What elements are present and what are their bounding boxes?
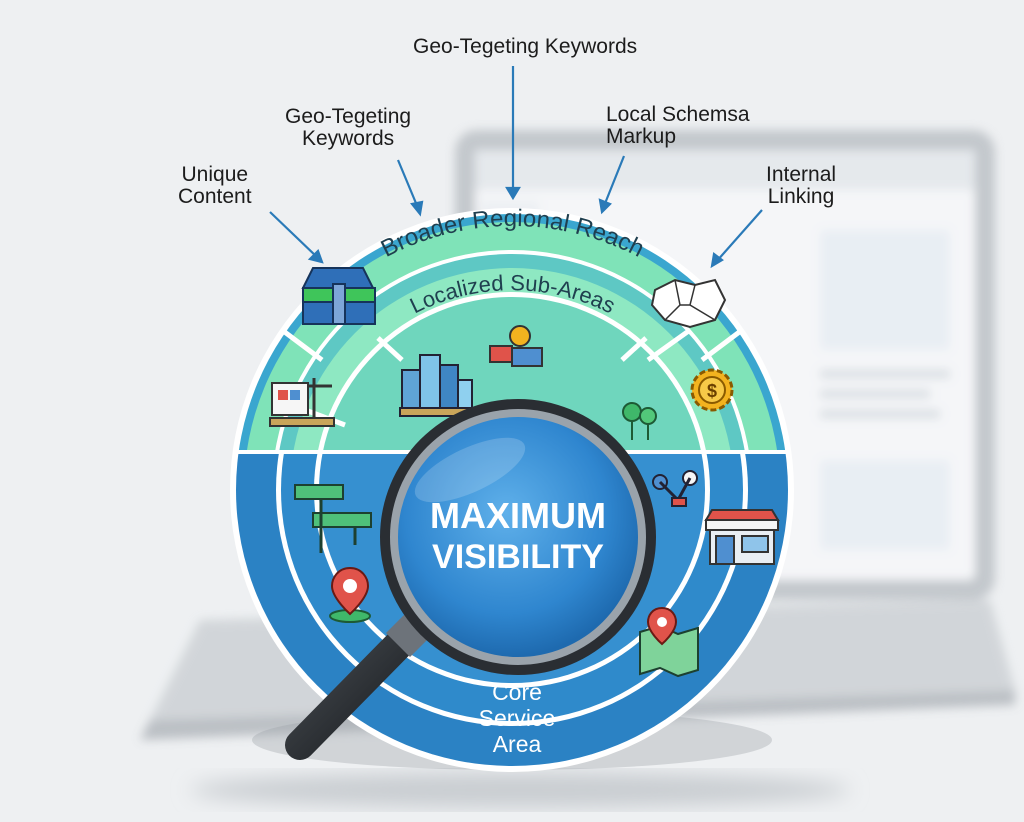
callout-geo-targeting-top: Geo-Tegeting Keywords bbox=[413, 36, 637, 58]
svg-text:$: $ bbox=[707, 381, 717, 401]
dollar-gear-icon: $ bbox=[692, 370, 732, 410]
folder-stack-icon bbox=[303, 268, 375, 324]
core-label-line1: Core bbox=[492, 679, 542, 705]
arrow-unique-content bbox=[270, 212, 318, 258]
center-title-line2: VISIBILITY bbox=[432, 538, 604, 576]
arrow-local-schema bbox=[604, 156, 624, 206]
location-pin-icon bbox=[330, 568, 370, 622]
callout-unique-content: Unique Content bbox=[178, 164, 252, 208]
callout-local-schema: Local Schemsa Markup bbox=[606, 104, 750, 148]
callout-geo-targeting-left: Geo-Tegeting Keywords bbox=[285, 106, 411, 150]
arrow-internal-linking bbox=[716, 210, 762, 262]
center-title-line1: MAXIMUM bbox=[430, 495, 606, 536]
core-label-line2: Service bbox=[479, 705, 556, 731]
callout-internal-linking: Internal Linking bbox=[766, 164, 836, 208]
arrow-geo-left bbox=[398, 160, 418, 208]
storefront-icon bbox=[706, 510, 778, 564]
core-label-line3: Area bbox=[493, 731, 542, 757]
